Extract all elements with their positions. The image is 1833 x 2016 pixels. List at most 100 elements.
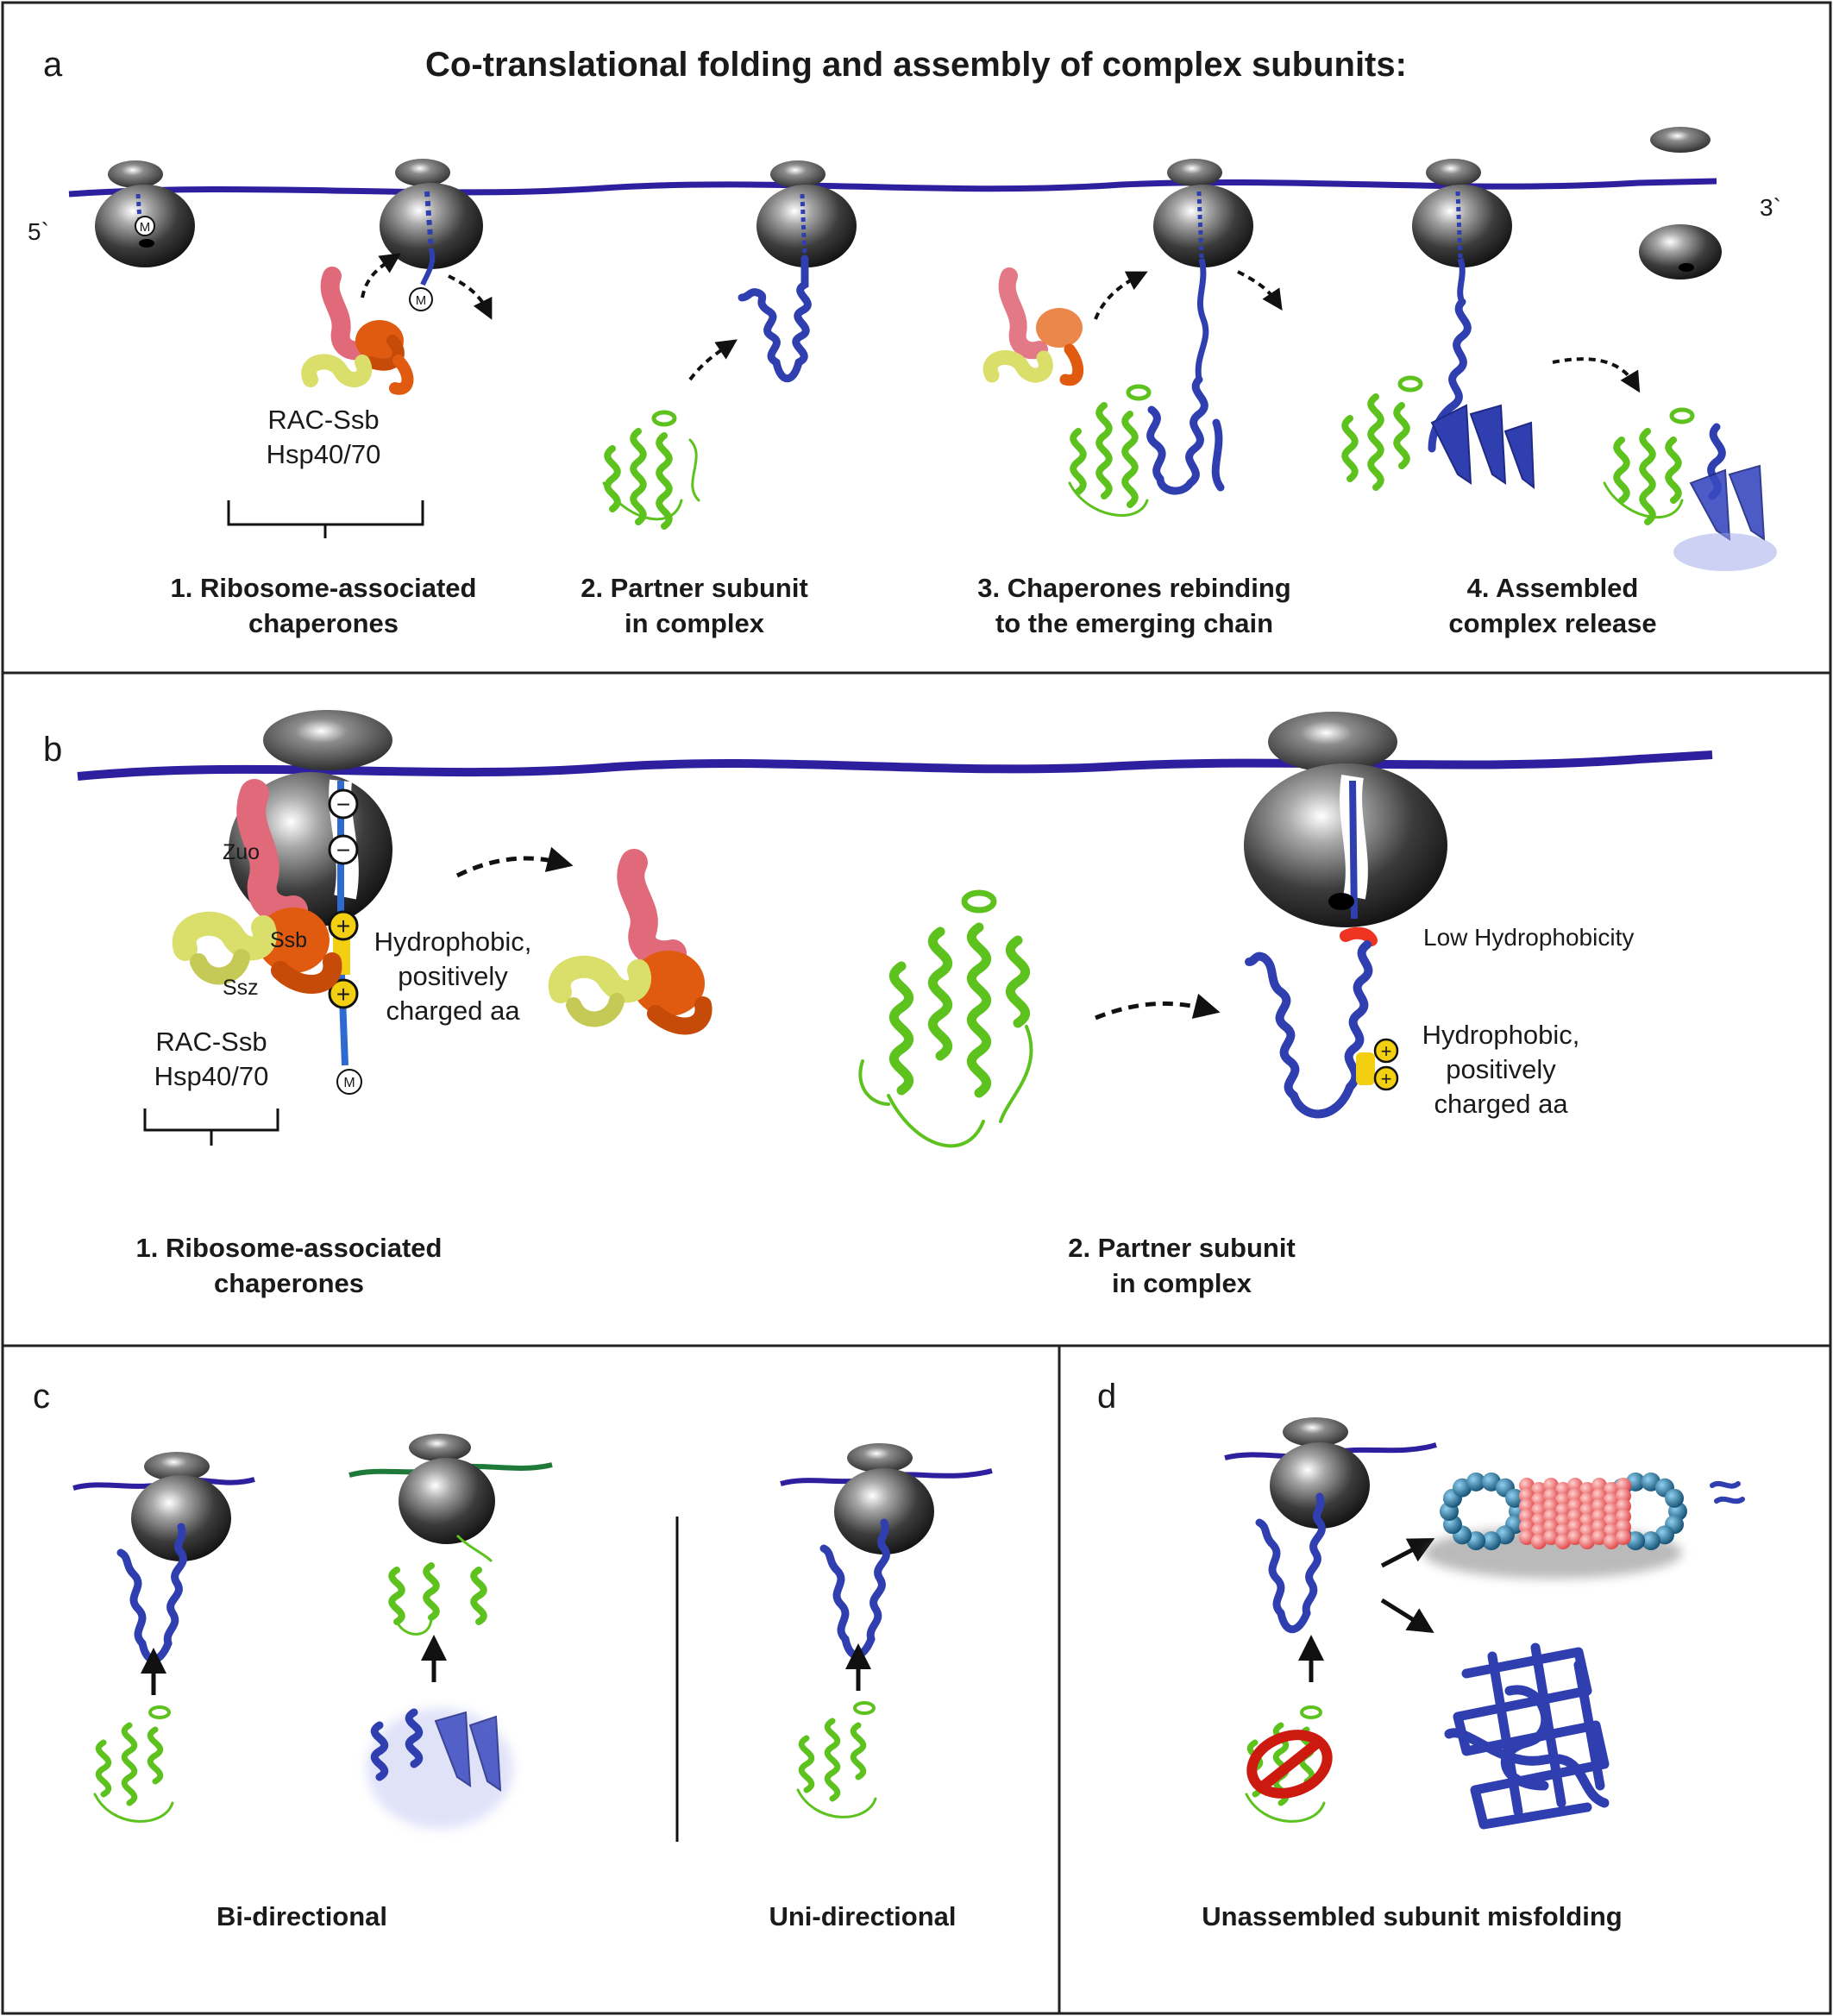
a-step-4-line1: 4. Assembled (1467, 573, 1639, 603)
aggregate-bead (1616, 1529, 1631, 1545)
mrna-strand (68, 178, 1717, 198)
b-low-hydrophobicity: Low Hydrophobicity (1423, 924, 1634, 951)
b-nascent-chain-right: + + (1245, 926, 1399, 1119)
a-step-3-line1: 3. Chaperones rebinding (977, 573, 1290, 603)
c-ribosome-2 (348, 1434, 553, 1829)
b-step-2-line1: 2. Partner subunit (1068, 1233, 1296, 1263)
b-ssz-label: Ssz (223, 976, 259, 1000)
d-arrow-aggregate (1380, 1538, 1435, 1568)
aggregate-bead (1665, 1488, 1685, 1508)
b-ribosome-right (1244, 712, 1447, 927)
aggregate-bead (1591, 1529, 1607, 1545)
nascent-chain-a3 (738, 254, 812, 383)
b-charge-markers-left: − − + + M (328, 788, 362, 1095)
a-step-1-line2: chaperones (248, 608, 399, 638)
released-complex-a4 (1603, 407, 1777, 571)
panel-a-letter: a (43, 46, 63, 84)
a-step-1-line1: 1. Ribosome-associated (171, 573, 477, 603)
ribosome-3 (756, 160, 857, 267)
panel-b-letter: b (43, 731, 62, 769)
d-ribosome (1224, 1417, 1437, 1682)
partner-subunit-a2 (602, 410, 700, 530)
minus-marker-1: − (336, 791, 350, 818)
b-rac-ssb-complex (172, 779, 342, 994)
aggregate-bead (1531, 1534, 1547, 1549)
aggregate-bead (1555, 1534, 1571, 1549)
a-step-3-line2: to the emerging chain (995, 608, 1273, 638)
b-zuo-label: Zuo (223, 840, 260, 864)
panel-a-title: Co-translational folding and assembly of… (425, 46, 1407, 84)
d-partner-blocked (1245, 1705, 1333, 1823)
c-ribosome-3 (780, 1443, 993, 1818)
b-ssb-label: Ssb (270, 928, 307, 952)
dissociated-ribosome (1639, 127, 1722, 279)
a-arrow-release-2 (1237, 270, 1283, 311)
three-prime-label: 3` (1760, 194, 1781, 221)
d-misfolded-tangle (1444, 1642, 1610, 1830)
complex-a4-bound (1341, 298, 1535, 491)
ribosome-4 (1153, 159, 1253, 380)
a-arrow-rebind (1094, 271, 1148, 320)
prohibit-icon (1246, 1730, 1333, 1799)
start-marker-1: M (140, 220, 151, 235)
five-prime-label: 5` (28, 218, 49, 245)
a-step-2-line2: in complex (625, 608, 765, 638)
b-mrna-strand (77, 751, 1713, 781)
panel-c: c (33, 1378, 993, 1931)
b-hydrophobic-line2: positively (398, 961, 508, 991)
b-step-1-line2: chaperones (214, 1268, 364, 1298)
b-hydrophobic2-line3: charged aa (1434, 1089, 1568, 1119)
d-aggregate (1423, 1472, 1745, 1579)
complex-a3 (1068, 375, 1225, 517)
ribosome-2: M (380, 159, 483, 311)
rac-ssb-chaperone-a1 (301, 267, 414, 395)
a-arrow-release (448, 274, 493, 320)
aggregate-bead (1543, 1529, 1559, 1545)
rac-ssb-chaperone-a3 (982, 267, 1083, 386)
d-label: Unassembled subunit misfolding (1202, 1901, 1622, 1931)
panel-d-letter: d (1097, 1378, 1116, 1416)
aggregate-bead (1567, 1529, 1583, 1545)
plus-marker-3: + (1381, 1040, 1392, 1062)
c-bidirectional-label: Bi-directional (217, 1901, 387, 1931)
minus-marker-2: − (336, 837, 350, 864)
panel-a: a Co-translational folding and assembly … (28, 46, 1781, 638)
aggregate-bead (1481, 1531, 1501, 1551)
plus-marker-2: + (336, 981, 350, 1008)
b-hydrophobic-line1: Hydrophobic, (374, 926, 532, 957)
aggregate-bead (1519, 1529, 1535, 1545)
b-partner-subunit (858, 889, 1033, 1148)
b-arrow-release (455, 846, 574, 878)
a-arrow-release-3 (1552, 357, 1641, 393)
b-start-marker: M (343, 1076, 355, 1090)
a-step-2-line1: 2. Partner subunit (581, 573, 808, 603)
d-arrow-misfold (1380, 1598, 1434, 1633)
aggregate-bead (1579, 1534, 1595, 1549)
b-free-rac-ssb (548, 849, 712, 1035)
ribosome-1: M (95, 160, 195, 267)
ribosome-5 (1412, 159, 1512, 304)
b-step-1-line1: 1. Ribosome-associated (136, 1233, 443, 1263)
b-hydrophobic2-line1: Hydrophobic, (1422, 1020, 1580, 1050)
a-chaperone-name: RAC-Ssb (267, 405, 379, 435)
plus-marker-1: + (336, 913, 350, 939)
a-chaperone-family: Hsp40/70 (267, 439, 381, 469)
plus-marker-4: + (1381, 1068, 1392, 1090)
a-arrow-partner (688, 339, 738, 381)
aggregate-bead (1604, 1534, 1619, 1549)
c-ribosome-1 (72, 1452, 255, 1823)
aggregate-bead (1641, 1531, 1660, 1551)
b-hydrophobic2-line2: positively (1446, 1054, 1556, 1084)
panel-b: b − − + + M (43, 710, 1713, 1298)
b-arrow-partner (1095, 993, 1221, 1021)
start-marker-2: M (416, 293, 427, 308)
b-bracket (143, 1108, 279, 1146)
a-bracket (227, 500, 424, 538)
a-arrow-bind (361, 253, 401, 298)
b-chaperone-family: Hsp40/70 (154, 1061, 269, 1091)
aggregate-bead (1466, 1472, 1486, 1492)
b-hydrophobic-line3: charged aa (386, 995, 520, 1026)
b-step-2-line2: in complex (1112, 1268, 1252, 1298)
